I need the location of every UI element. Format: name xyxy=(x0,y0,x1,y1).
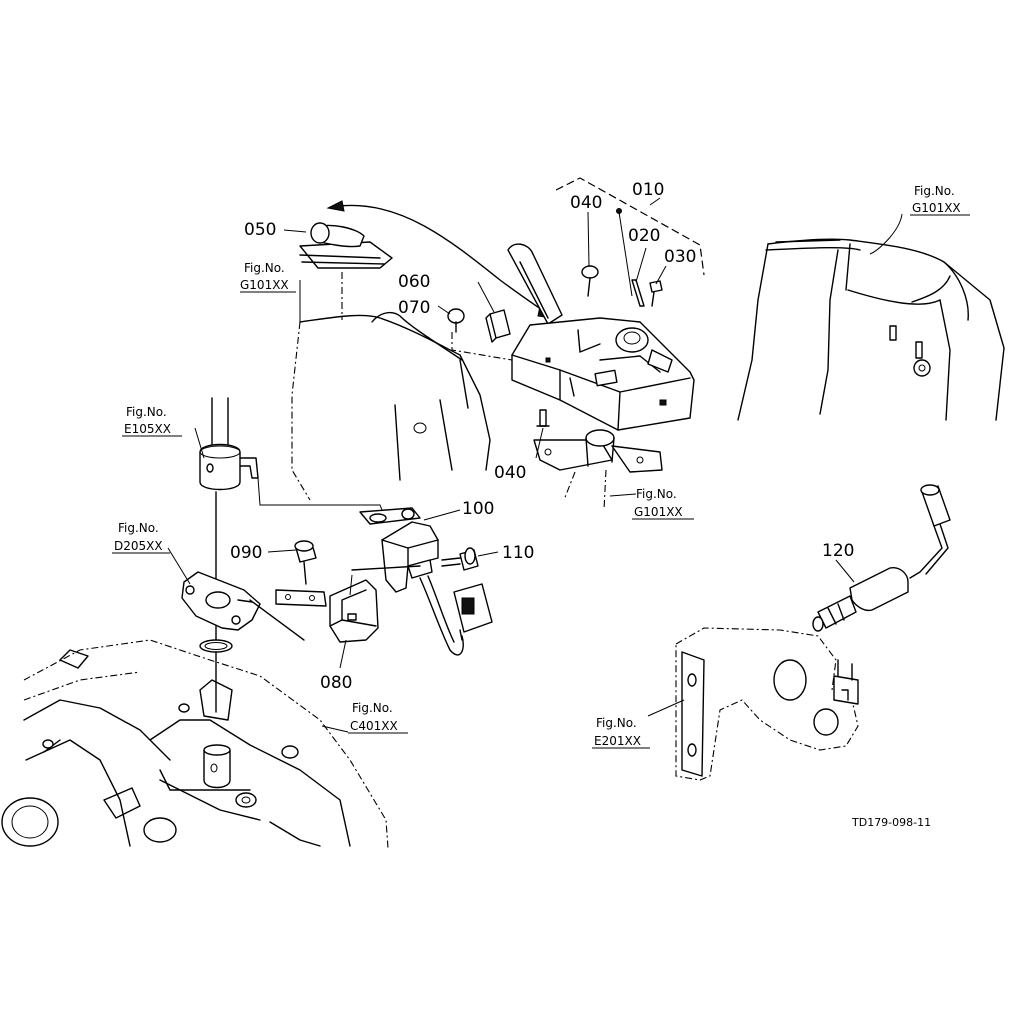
part-040-screw-bottom xyxy=(535,409,550,459)
label-080: 080 xyxy=(320,673,352,693)
fig-ref-c401-line2: C401XX xyxy=(350,719,398,733)
fig-ref-e201-line2: E201XX xyxy=(594,734,641,748)
fig-ref-e105-line1: Fig.No. xyxy=(126,405,167,419)
label-030: 030 xyxy=(664,247,696,267)
part-080-bracket xyxy=(249,574,379,643)
label-010: 010 xyxy=(632,180,664,200)
label-040-top: 040 xyxy=(570,193,602,213)
label-090: 090 xyxy=(230,543,262,563)
part-020-pin xyxy=(616,208,645,307)
fig-ref-g101-bottom-line2: G101XX xyxy=(634,505,683,519)
drawing-code: TD179-098-11 xyxy=(851,816,931,829)
steering-post-panel-left xyxy=(291,272,491,501)
part-120-sensor xyxy=(812,484,951,632)
fig-ref-d205-line1: Fig.No. xyxy=(118,521,159,535)
label-060: 060 xyxy=(398,272,430,292)
part-030-screw xyxy=(649,280,663,307)
fig-ref-c401-line1: Fig.No. xyxy=(352,701,393,715)
label-020: 020 xyxy=(628,226,660,246)
part-number-labels: 010 040 020 030 050 060 070 040 100 110 … xyxy=(230,180,854,693)
label-050: 050 xyxy=(244,220,276,240)
label-110: 110 xyxy=(502,543,534,563)
fig-ref-e201-line1: Fig.No. xyxy=(596,716,637,730)
fig-ref-g101-right-line1: Fig.No. xyxy=(914,184,955,198)
label-070: 070 xyxy=(398,298,430,318)
part-040-screw-top xyxy=(581,211,599,297)
fig-ref-g101-bottom-line1: Fig.No. xyxy=(636,487,677,501)
part-010-lever-assembly xyxy=(507,177,705,511)
label-120: 120 xyxy=(822,541,854,561)
fig-ref-g101-right-line2: G101XX xyxy=(912,201,961,215)
part-070-bolt xyxy=(447,308,513,361)
fig-ref-g101-left-line1: Fig.No. xyxy=(244,261,285,275)
label-100: 100 xyxy=(462,499,494,519)
figure-reference-labels: Fig.No. G101XX Fig.No. G101XX Fig.No. G1… xyxy=(112,184,970,749)
fig-ref-g101-left-line2: G101XX xyxy=(240,278,289,292)
part-060-block xyxy=(485,309,511,343)
fig-ref-e105-line2: E105XX xyxy=(124,422,171,436)
part-110-bolt xyxy=(441,547,479,571)
leader-lines xyxy=(167,197,903,733)
part-100-neutral-switch xyxy=(351,507,493,656)
part-090-bolt xyxy=(294,540,317,600)
steering-post-panel-right xyxy=(737,238,1005,421)
e201-bracket xyxy=(675,627,859,781)
label-040-bottom: 040 xyxy=(494,463,526,483)
transmission-housing xyxy=(1,639,389,849)
fig-ref-d205-line2: D205XX xyxy=(114,539,163,553)
shift-shaft-assembly xyxy=(181,397,385,789)
